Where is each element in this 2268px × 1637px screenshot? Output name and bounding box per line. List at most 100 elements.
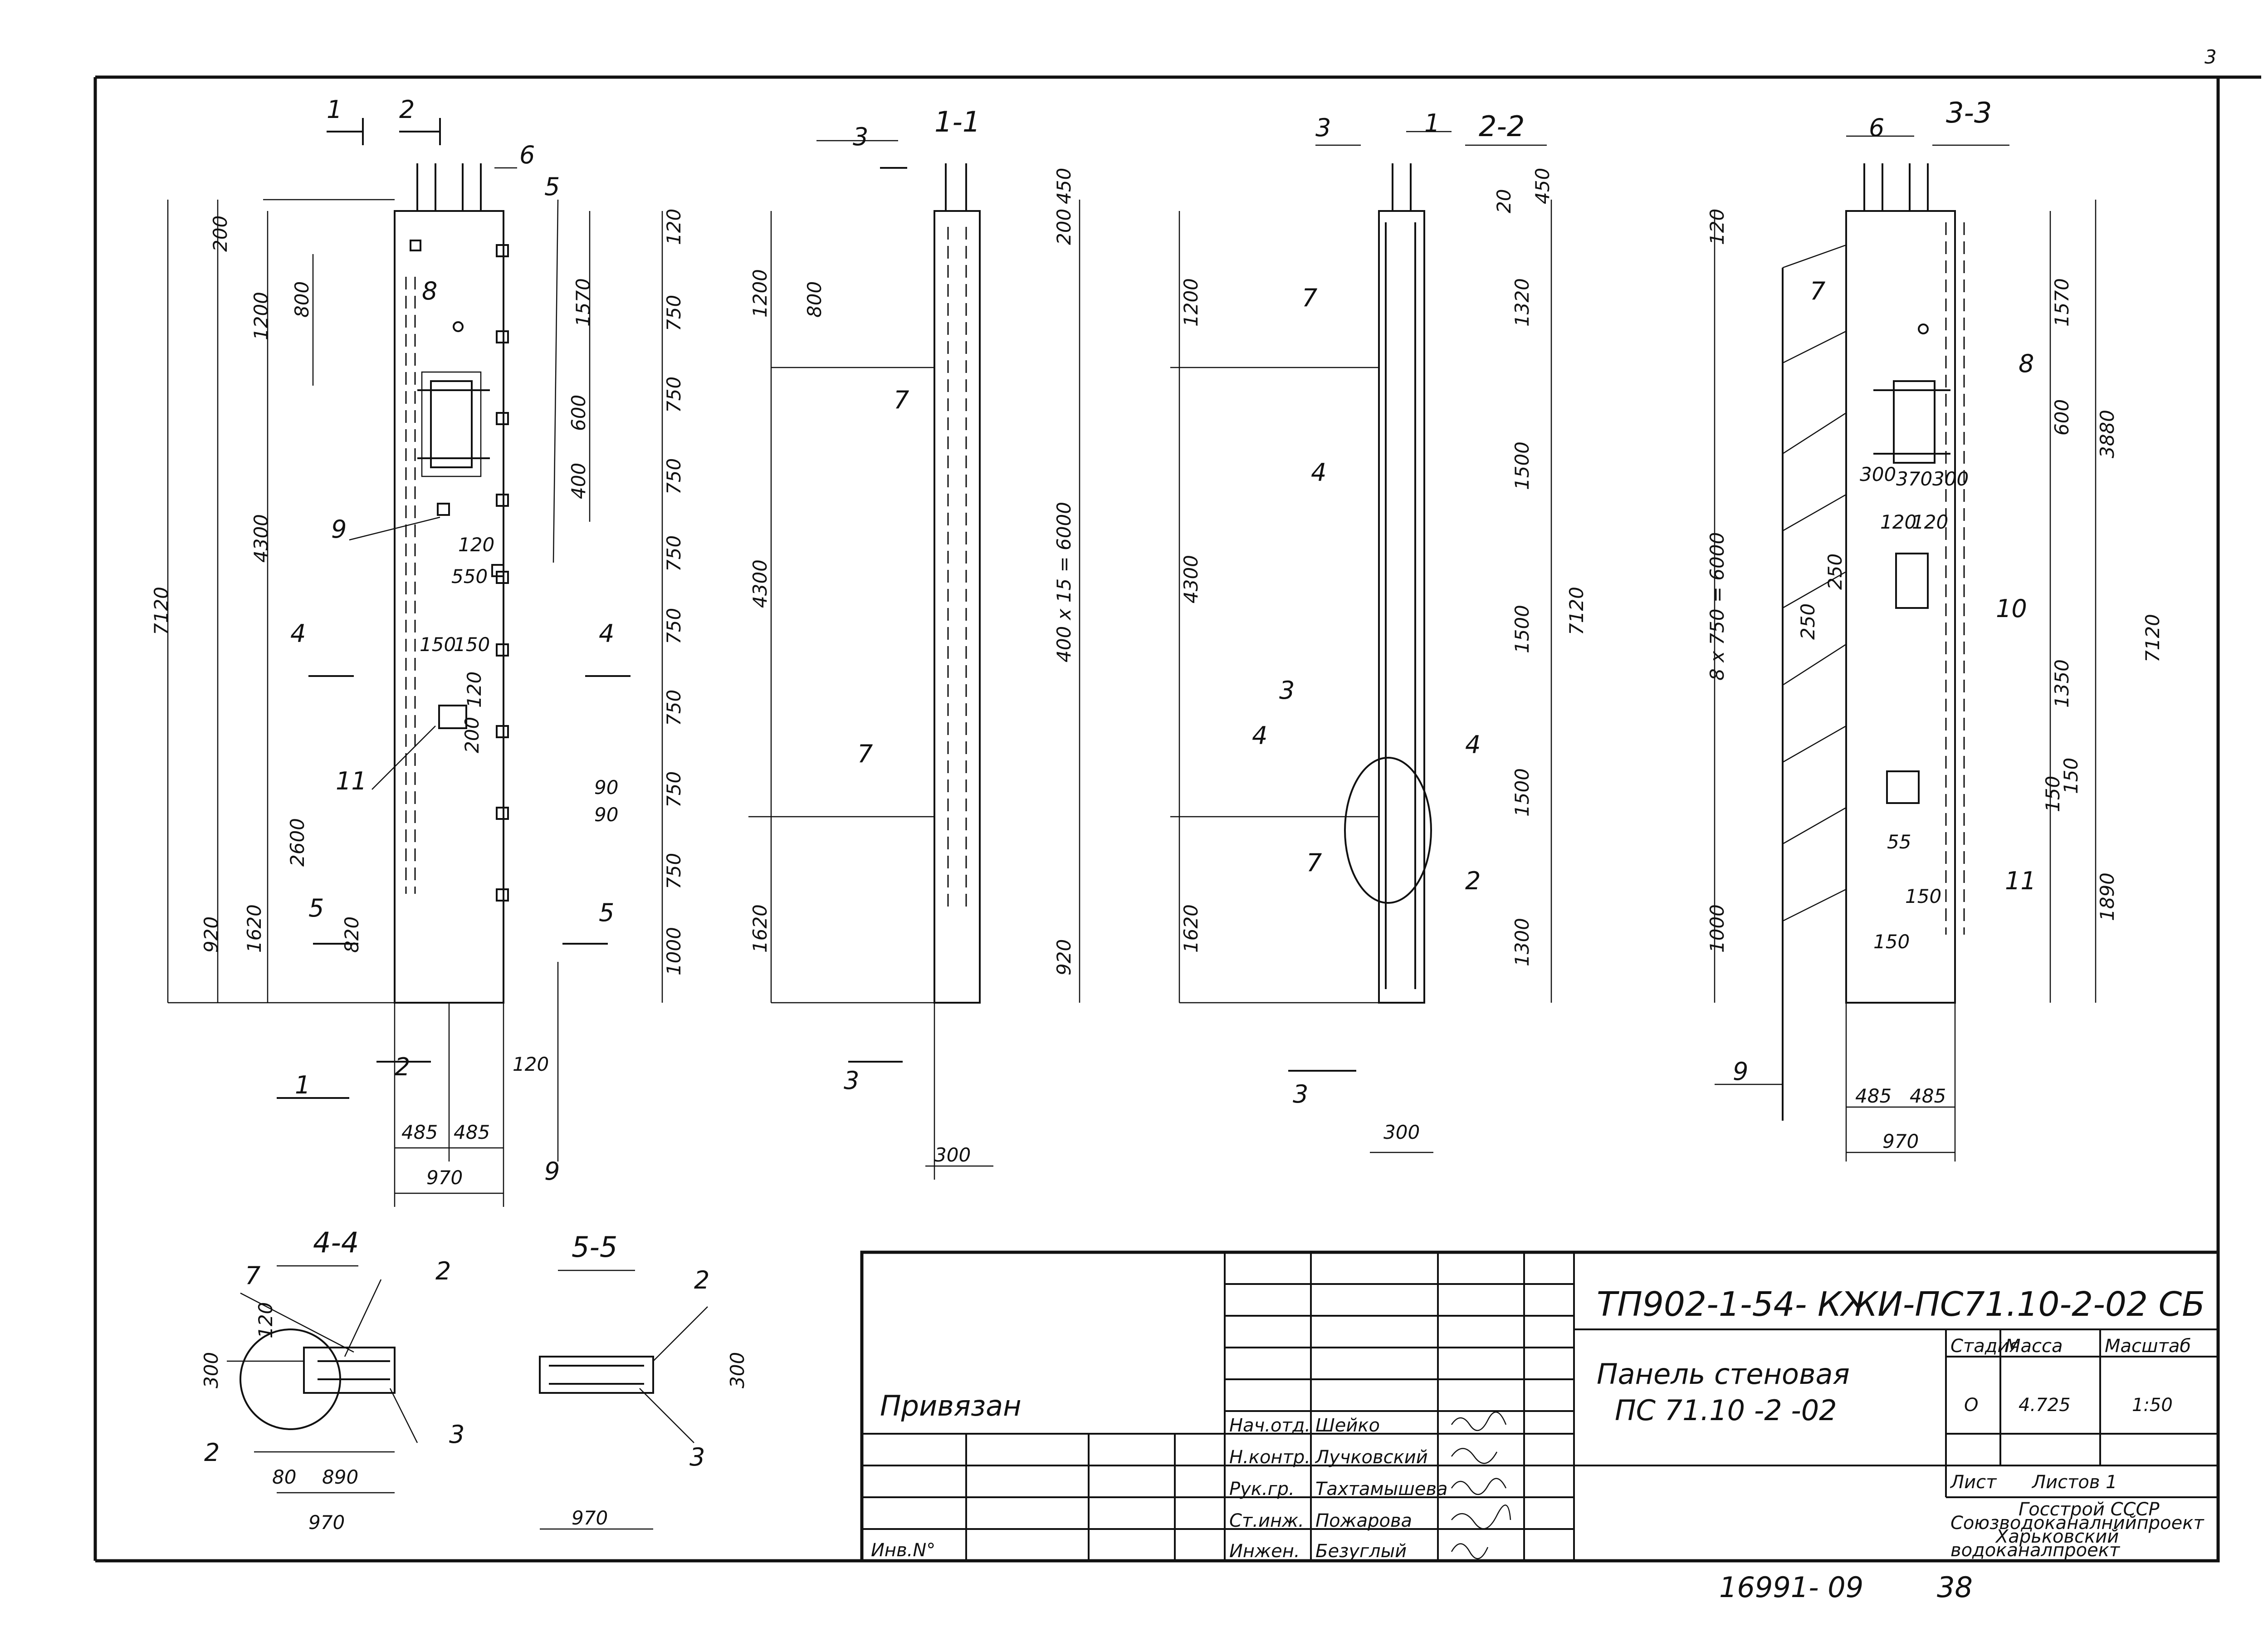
front-cut-4-left: 4 <box>290 619 306 648</box>
s22-dim-20: 20 <box>1493 189 1515 213</box>
s11-dim-300: 300 <box>934 1144 971 1166</box>
front-dim-7120: 7120 <box>150 587 172 635</box>
s33-dim-150b: 150 <box>2060 758 2082 794</box>
s44-dim-80: 80 <box>272 1466 296 1488</box>
front-idim-1570: 1570 <box>572 278 594 327</box>
s33-idim-300b: 300 <box>1932 468 1969 490</box>
front-idim-150b: 150 <box>454 633 490 656</box>
title-block-grid <box>860 1250 2220 1563</box>
s33-idim-150b: 150 <box>1873 931 1910 953</box>
section-2-2-cut-bottom: 3 <box>1293 1080 1308 1108</box>
front-dim-820: 820 <box>341 917 363 953</box>
front-cut-1-top: 1 <box>327 95 342 124</box>
s44-callout-2b: 2 <box>204 1438 220 1467</box>
s22-dim-7120: 7120 <box>1565 587 1588 635</box>
s22-dim-1620: 1620 <box>1180 904 1202 953</box>
s33-bdim-485b: 485 <box>1910 1085 1946 1107</box>
front-idim-150a: 150 <box>420 633 456 656</box>
tb-sig-role-4: Инжен. <box>1229 1541 1300 1562</box>
tb-name-line2: ПС 71.10 -2 -02 <box>1615 1394 1837 1427</box>
tb-doc-code: ТП902-1-54- КЖИ-ПС71.10-2-02 СБ <box>1597 1285 2205 1324</box>
front-bdim-485b: 485 <box>454 1121 490 1143</box>
s44-dim-970: 970 <box>308 1511 345 1534</box>
tb-stage: О <box>1964 1395 1978 1416</box>
front-idim-120b: 120 <box>463 671 485 708</box>
tb-sig-name-4: Безуглый <box>1315 1541 1407 1562</box>
s22-dim-1300: 1300 <box>1511 918 1533 966</box>
section-3-3-view <box>1714 135 2097 1162</box>
tb-scale: 1:50 <box>2132 1395 2173 1416</box>
front-dim-4300: 4300 <box>250 514 272 563</box>
s33-callout-6: 6 <box>1869 113 1884 142</box>
s22-callout-3: 3 <box>1279 676 1295 705</box>
sheet-frame <box>93 75 2261 1563</box>
front-idim-90b: 90 <box>594 804 618 826</box>
tb-col-mass: Масса <box>2005 1336 2063 1357</box>
tb-sig-role-3: Ст.инж. <box>1229 1510 1304 1531</box>
s22-callout-7b: 7 <box>1306 848 1322 877</box>
s33-idim-370: 370 <box>1896 468 1932 490</box>
signature-marks <box>1451 1412 1511 1559</box>
s11-callout-7a: 7 <box>894 386 909 414</box>
s44-callout-3: 3 <box>449 1420 464 1449</box>
front-rdim-750-7: 750 <box>663 771 685 808</box>
front-cut-1-bottom: 1 <box>295 1071 310 1099</box>
tb-sig-name-2: Тахтамышева <box>1315 1479 1447 1500</box>
s33-callout-11: 11 <box>2005 867 2036 895</box>
s22-dim-1500b: 1500 <box>1511 605 1533 653</box>
front-idim-120: 120 <box>458 534 494 556</box>
s33-idim-120a: 120 <box>1880 511 1916 533</box>
s11-dim-4300: 4300 <box>749 559 771 608</box>
tb-name-line1: Панель стеновая <box>1597 1358 1850 1391</box>
front-rdim-750-3: 750 <box>663 458 685 495</box>
tb-col-stage: Стадия <box>1950 1336 2020 1357</box>
s22-callout-7a: 7 <box>1302 284 1317 312</box>
tb-sheet-label: Лист <box>1950 1472 1997 1493</box>
front-callout-9b: 9 <box>544 1157 560 1186</box>
s33-bdim-485a: 485 <box>1855 1085 1892 1107</box>
front-callout-8: 8 <box>422 277 437 305</box>
section-2-2-cut-top: 3 <box>1315 113 1331 142</box>
archive-number: 16991- 09 <box>1719 1571 1863 1604</box>
front-dim-1620: 1620 <box>243 904 265 953</box>
tb-sig-name-0: Шейко <box>1315 1415 1380 1436</box>
front-rdim-750-5: 750 <box>663 608 685 644</box>
s55-dim-970: 970 <box>572 1507 608 1529</box>
s33-dim-600: 600 <box>2051 399 2073 436</box>
s11-dim-200: 200 <box>1053 209 1075 245</box>
corner-mark: 3 <box>2204 46 2217 68</box>
front-bdim-120: 120 <box>513 1053 549 1075</box>
tb-org-line3: Харьковский <box>1995 1526 2119 1547</box>
front-cut-2-top: 2 <box>399 95 415 124</box>
section-2-2-view <box>1170 131 1552 1153</box>
s44-callout-2a: 2 <box>435 1257 451 1285</box>
s33-callout-10: 10 <box>1996 594 2027 623</box>
front-cut-4-right: 4 <box>599 619 614 648</box>
s11-dim-6000: 400 x 15 = 6000 <box>1053 502 1075 662</box>
section-1-1-title: 1-1 <box>934 105 980 138</box>
tb-mass: 4.725 <box>2019 1395 2071 1416</box>
front-cut-5-left: 5 <box>308 894 324 922</box>
section-3-3-title: 3-3 <box>1946 96 1992 129</box>
front-callout-6: 6 <box>519 141 535 169</box>
tb-sig-name-1: Лучковский <box>1315 1447 1428 1468</box>
s33-dim-250a: 250 <box>1797 603 1819 640</box>
front-rdim-750-6: 750 <box>663 690 685 726</box>
s11-dim-800: 800 <box>803 281 826 318</box>
s33-idim-120b: 120 <box>1912 511 1948 533</box>
s22-dim-300: 300 <box>1383 1121 1420 1143</box>
tb-sig-name-3: Пожарова <box>1315 1510 1412 1531</box>
tb-org-line1: Госстрой СССР <box>2019 1499 2160 1520</box>
front-idim-400: 400 <box>567 463 590 499</box>
front-idim-600: 600 <box>567 395 590 431</box>
s22-callout-1: 1 <box>1424 109 1440 137</box>
section-4-4-view <box>227 1265 418 1494</box>
tb-col-scale: Масштаб <box>2105 1336 2191 1357</box>
s44-dim-890: 890 <box>322 1466 358 1488</box>
s55-callout-2: 2 <box>694 1266 709 1294</box>
s11-dim-1200: 1200 <box>749 269 771 318</box>
s22-callout-4c: 4 <box>1465 730 1481 759</box>
section-5-5-title: 5-5 <box>572 1230 617 1264</box>
s22-dim-1200: 1200 <box>1180 278 1202 327</box>
